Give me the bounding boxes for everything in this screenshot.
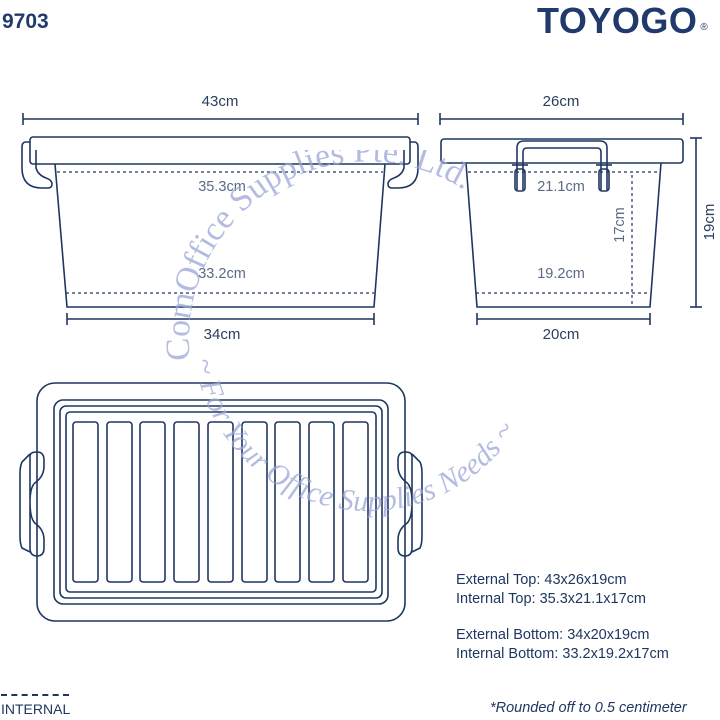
lid-long-side (29, 136, 411, 165)
handle-right-side-view (387, 141, 419, 189)
body-short-side (465, 162, 662, 308)
brand-logo: TOYOGO® (537, 0, 708, 42)
legend-dashed-line (1, 694, 69, 696)
spec-list: External Top: 43x26x19cm Internal Top: 3… (456, 571, 669, 664)
handle-clip-front (516, 140, 608, 190)
lid-short-side (440, 138, 684, 164)
label-internal-top-length: 35.3cm (198, 179, 246, 195)
model-code: 9703 (2, 10, 49, 33)
spec-external-bottom: External Bottom: 34x20x19cm (456, 627, 650, 643)
body-long-side (54, 163, 386, 308)
label-internal-bottom-length: 33.2cm (198, 266, 246, 282)
label-external-top-width: 26cm (543, 93, 580, 110)
label-external-height: 19cm (701, 204, 718, 241)
footnote: *Rounded off to 0.5 centimeter (490, 700, 687, 716)
registered-mark: ® (700, 22, 709, 33)
brand-name: TOYOGO (537, 0, 698, 41)
label-internal-top-width: 21.1cm (537, 179, 585, 195)
label-internal-bottom-width: 19.2cm (537, 266, 585, 282)
legend-internal-label: INTERNAL (1, 701, 71, 717)
label-external-top-length: 43cm (202, 93, 239, 110)
handle-left-top-view (19, 451, 45, 557)
top-view-inner-rim (53, 399, 389, 605)
label-internal-height: 17cm (612, 207, 628, 242)
handle-left-side-view (21, 141, 53, 189)
spec-external-top: External Top: 43x26x19cm (456, 572, 627, 588)
lid-ribs (72, 421, 369, 583)
label-external-bottom-width: 20cm (543, 326, 580, 343)
top-view-outer-rim (36, 382, 406, 622)
label-external-bottom-length: 34cm (204, 326, 241, 343)
spec-internal-bottom: Internal Bottom: 33.2x19.2x17cm (456, 646, 669, 662)
handle-right-top-view (397, 451, 423, 557)
spec-internal-top: Internal Top: 35.3x21.1x17cm (456, 591, 646, 607)
